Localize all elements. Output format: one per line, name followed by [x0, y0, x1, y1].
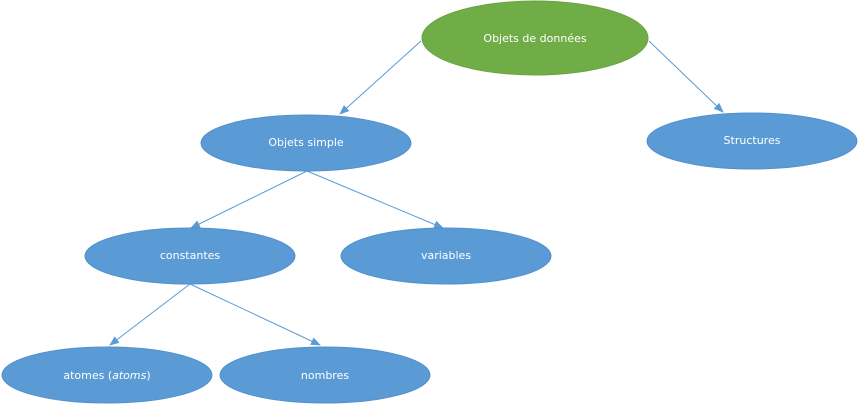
node-atomes-label-suffix: ) [146, 369, 150, 382]
edge-simple-to-constantes [190, 170, 308, 229]
edge-root-to-simple [339, 40, 422, 115]
node-atomes-label-prefix: atomes ( [63, 369, 112, 382]
node-objets-simple-shape [200, 114, 412, 172]
node-constantes[interactable]: constantes [84, 227, 296, 285]
node-nombres-shape [219, 346, 431, 404]
node-objets-simple-label: Objets simple [268, 136, 344, 149]
node-variables[interactable]: variables [340, 227, 552, 285]
node-atomes-label-italic: atoms [112, 369, 146, 382]
node-nombres-label: nombres [301, 369, 349, 382]
edge-root-to-structures [648, 40, 724, 113]
node-root-shape [421, 0, 649, 76]
node-constantes-shape [84, 227, 296, 285]
edge-constantes-to-nombres [189, 283, 321, 346]
node-variables-label: variables [421, 249, 471, 262]
node-structures-shape [646, 112, 858, 170]
node-structures-label: Structures [724, 134, 781, 147]
node-atomes[interactable]: atomes (atoms) [1, 346, 213, 404]
node-atomes-label: atomes (atoms) [63, 369, 150, 382]
node-variables-shape [340, 227, 552, 285]
node-atomes-shape [1, 346, 213, 404]
node-nombres[interactable]: nombres [219, 346, 431, 404]
node-root[interactable]: Objets de données [421, 0, 649, 76]
node-objets-simple[interactable]: Objets simple [200, 114, 412, 172]
node-root-label: Objets de données [483, 32, 586, 45]
node-structures[interactable]: Structures [646, 112, 858, 170]
edge-simple-to-variables [306, 170, 444, 229]
node-constantes-label: constantes [160, 249, 221, 262]
edge-constantes-to-atomes [109, 283, 191, 346]
